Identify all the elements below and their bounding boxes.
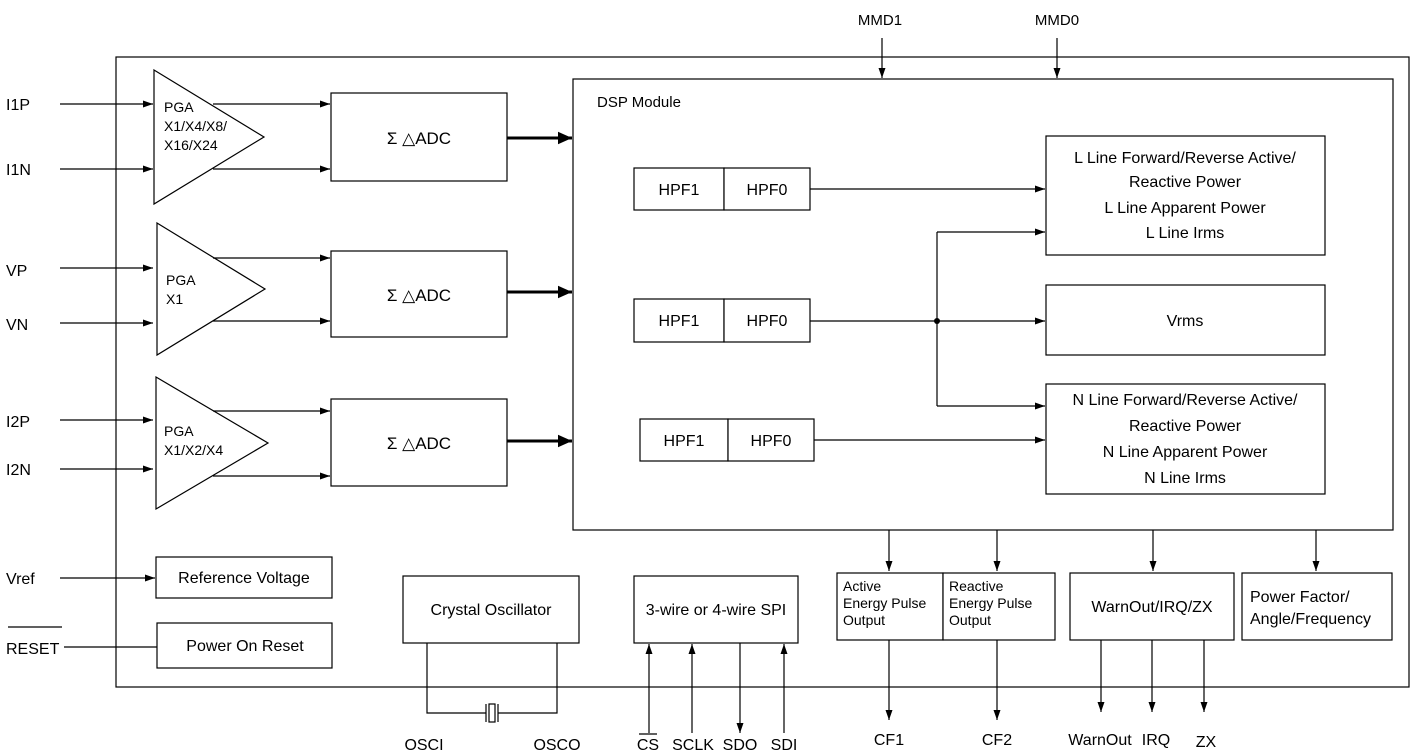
pin-i1n: I1N [6,162,31,179]
pin-reset: RESET [6,641,60,658]
pga1-line2: X1/X4/X8/ [164,118,227,134]
pin-zx: ZX [1196,734,1217,751]
n-line-text-2: Reactive Power [1129,418,1242,435]
n-line-text-1: N Line Forward/Reverse Active/ [1073,392,1299,409]
crystal-icon [488,703,496,723]
pga1-line1: PGA [164,99,194,115]
n-line-block [1045,383,1326,495]
power-on-reset-block [156,622,333,669]
pin-vref: Vref [6,571,35,588]
pga1-triangle [153,68,266,206]
pin-i2n: I2N [6,462,31,479]
reactive-pulse-line1: Reactive [949,578,1004,594]
pin-sdi: SDI [771,737,798,754]
n-line-text-3: N Line Apparent Power [1103,444,1268,461]
reactive-pulse-line3: Output [949,612,991,628]
pga2-line2: X1 [166,291,183,307]
pga3-triangle [155,375,270,511]
junction-dot [934,318,940,324]
power-factor-line1: Power Factor/ [1250,589,1350,606]
active-pulse-line3: Output [843,612,885,628]
pin-cf2: CF2 [982,732,1012,749]
active-pulse-line2: Energy Pulse [843,595,926,611]
reactive-pulse-block [942,572,1056,641]
hpf1-row1-label: HPF1 [659,182,700,199]
spi-label: 3-wire or 4-wire SPI [646,602,786,619]
pin-i2p: I2P [6,414,30,431]
power-factor-block [1241,572,1393,641]
pin-sdo: SDO [723,737,758,754]
spi-block [633,575,799,644]
l-line-text-3: L Line Apparent Power [1104,200,1266,217]
adc-3 [330,398,508,487]
active-pulse-line1: Active [843,578,881,594]
hpf1-row2-label: HPF1 [659,313,700,330]
pin-vp: VP [6,263,27,280]
pin-vn: VN [6,317,28,334]
hpf0-row3 [727,418,815,462]
pga3-line2: X1/X2/X4 [164,442,223,458]
adc-3-label: Σ △ADC [387,434,451,453]
pin-irq: IRQ [1142,732,1170,749]
pga2-line1: PGA [166,272,196,288]
dsp-title: DSP Module [597,94,681,111]
hpf0-row2-label: HPF0 [747,313,788,330]
power-on-reset-label: Power On Reset [186,638,304,655]
adc-2 [330,250,508,338]
pga1-line3: X16/X24 [164,137,218,153]
hpf0-row2 [723,298,811,343]
power-factor-line2: Angle/Frequency [1250,611,1371,628]
l-line-text-2: Reactive Power [1129,174,1242,191]
warnout-irq-zx-label: WarnOut/IRQ/ZX [1091,599,1213,616]
reactive-pulse-line2: Energy Pulse [949,595,1032,611]
pin-mmd1: MMD1 [858,12,902,29]
adc-1-label: Σ △ADC [387,129,451,148]
hpf1-row2 [633,298,725,343]
pga2-triangle [156,221,267,357]
vrms-block [1045,284,1326,356]
hpf0-row1-label: HPF0 [747,182,788,199]
reference-voltage-block [155,556,333,599]
l-line-text-4: L Line Irms [1146,225,1225,242]
osco-wire [498,643,558,714]
pin-warnout: WarnOut [1068,732,1132,749]
pin-i1p: I1P [6,97,30,114]
pin-osco: OSCO [533,737,580,754]
hpf0-row3-label: HPF0 [751,433,792,450]
pga3-line1: PGA [164,423,194,439]
hpf1-row1 [633,167,725,211]
active-pulse-block [836,572,944,641]
hpf1-row3 [639,418,729,462]
adc-2-label: Σ △ADC [387,286,451,305]
pin-cs: CS [637,737,659,754]
pin-mmd0: MMD0 [1035,12,1079,29]
n-line-text-4: N Line Irms [1144,470,1226,487]
pin-cf1: CF1 [874,732,904,749]
l-line-block [1045,135,1326,256]
crystal-oscillator-label: Crystal Oscillator [431,602,553,619]
vrms-label: Vrms [1167,313,1204,330]
crystal-oscillator-block [402,575,580,644]
pin-osci: OSCI [404,737,443,754]
pin-sclk: SCLK [672,737,714,754]
osci-wire [426,643,486,714]
l-line-text-1: L Line Forward/Reverse Active/ [1074,150,1296,167]
reference-voltage-label: Reference Voltage [178,570,310,587]
hpf0-row1 [723,167,811,211]
hpf1-row3-label: HPF1 [664,433,705,450]
